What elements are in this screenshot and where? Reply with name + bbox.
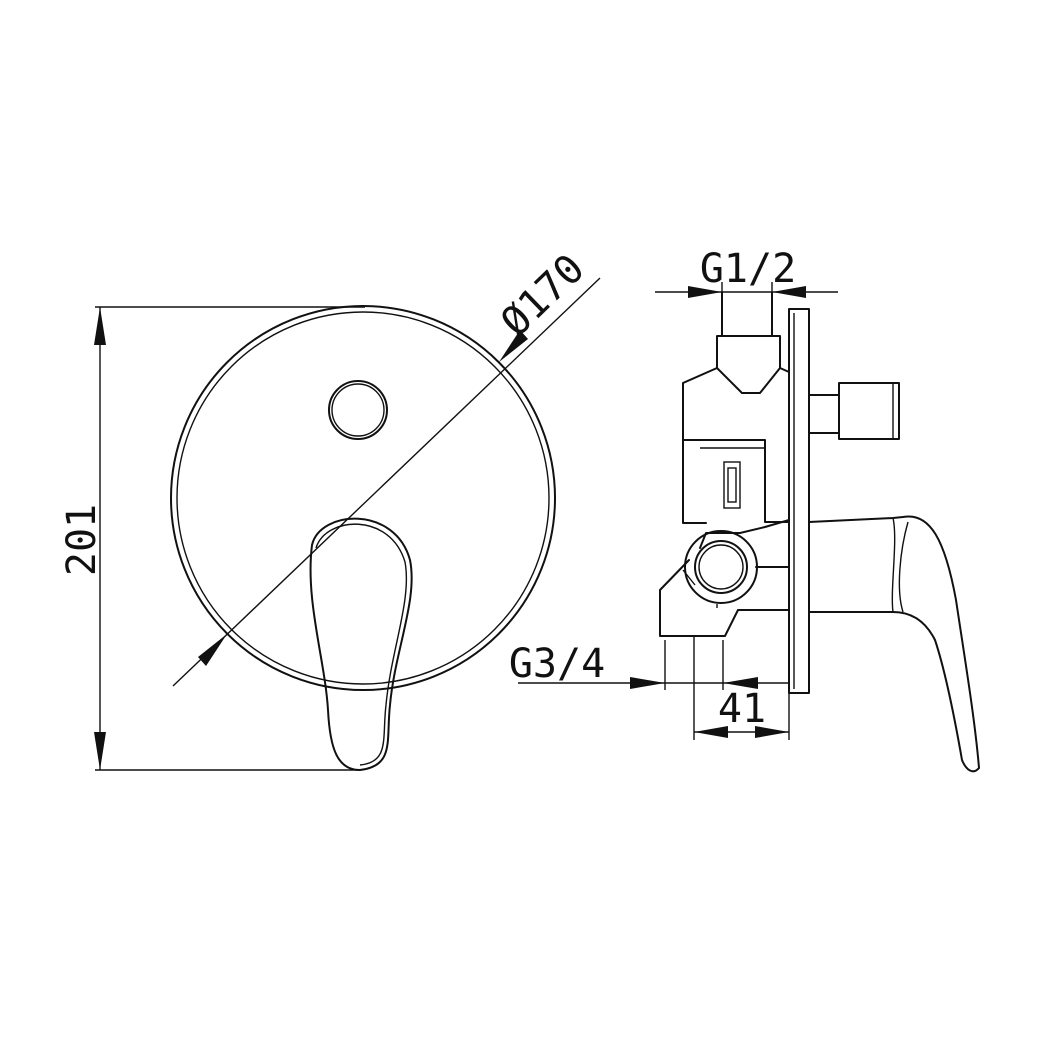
- cartridge-window-inner: [727, 467, 737, 503]
- g34-arrow-left: [630, 677, 665, 689]
- diameter-dimension: Ø170: [172, 246, 601, 687]
- side-wall-plate: [788, 308, 810, 694]
- height-label: 201: [59, 504, 105, 576]
- g12-label: G1/2: [700, 246, 796, 292]
- lower-outlet-diag: [682, 569, 696, 586]
- side-lever-inner: [891, 517, 909, 613]
- depth-arrow-right: [755, 726, 789, 738]
- depth-dimension: 41: [693, 636, 790, 740]
- outlet-ring-mid: [694, 540, 748, 594]
- height-arrow-bottom: [94, 732, 106, 770]
- lever-handle-inner: [315, 523, 408, 766]
- front-view: [170, 305, 556, 771]
- valve-body-block: [682, 439, 790, 524]
- g34-dimension: G3/4: [509, 640, 790, 690]
- top-inlet-hex: [716, 335, 781, 394]
- height-arrow-top: [94, 307, 106, 345]
- cartridge-window: [723, 461, 741, 509]
- depth-arrow-left: [694, 726, 728, 738]
- g12-arrow-left: [688, 286, 722, 298]
- depth-label: 41: [718, 686, 766, 732]
- side-view: [659, 291, 980, 773]
- top-inlet: [721, 291, 773, 337]
- wall-plate-inner: [176, 311, 550, 685]
- diverter-knob-inner: [331, 383, 385, 437]
- diameter-arrow-bottom: [198, 634, 227, 666]
- diverter-knob-outer: [328, 380, 388, 440]
- diameter-arrow-top: [499, 330, 528, 362]
- side-diverter-stem: [808, 394, 840, 434]
- height-dimension: 201: [59, 306, 365, 771]
- side-lever: [808, 515, 980, 773]
- diameter-leader: [172, 277, 601, 687]
- diameter-label: Ø170: [492, 246, 593, 346]
- g12-arrow-right: [772, 286, 806, 298]
- g34-arrow-right: [723, 677, 758, 689]
- g12-dimension: G1/2: [655, 246, 838, 300]
- wall-plate-outer: [170, 305, 556, 691]
- lever-handle: [309, 517, 413, 771]
- lower-outlet-block: [659, 559, 790, 637]
- g34-label: G3/4: [509, 641, 605, 687]
- outlet-ring-inner: [698, 544, 744, 590]
- side-diverter-knob: [838, 382, 900, 440]
